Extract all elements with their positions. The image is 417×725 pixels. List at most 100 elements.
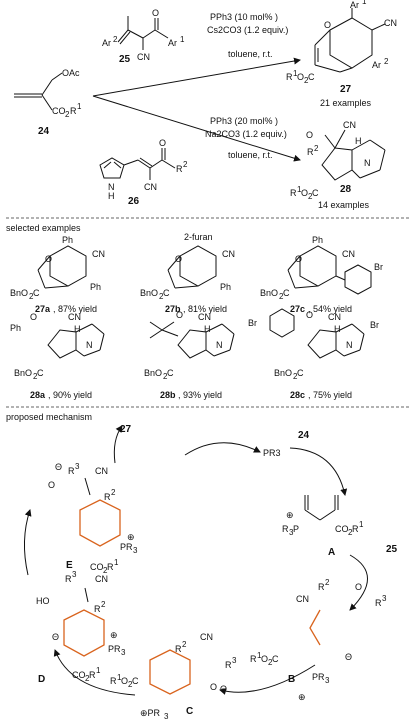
svg-text:2: 2 xyxy=(348,528,353,537)
svg-text:3: 3 xyxy=(325,676,330,685)
svg-text:2: 2 xyxy=(33,372,38,381)
examples-section-label: selected examples xyxy=(6,223,81,233)
reagent-24-structure: OAc CO 2 R 1 24 xyxy=(14,68,82,137)
svg-text:2: 2 xyxy=(85,674,90,683)
svg-text:O: O xyxy=(48,480,55,490)
svg-text:Θ: Θ xyxy=(55,462,62,472)
svg-text:R: R xyxy=(225,660,232,670)
svg-text:Br: Br xyxy=(248,318,257,328)
svg-text:CO: CO xyxy=(335,524,349,534)
svg-text:CN: CN xyxy=(95,574,108,584)
svg-text:R: R xyxy=(176,164,183,174)
svg-text:1: 1 xyxy=(117,673,122,682)
svg-text:O: O xyxy=(121,676,128,686)
svg-text:2: 2 xyxy=(268,658,273,667)
svg-text:Ph: Ph xyxy=(10,323,21,333)
arrow-to-28 xyxy=(92,95,301,162)
svg-text:28a: 28a xyxy=(30,390,46,400)
label-27: 27 xyxy=(340,84,352,95)
label-26: 26 xyxy=(128,196,140,207)
arrow-C-to-D xyxy=(53,649,136,696)
svg-text:O: O xyxy=(324,20,331,30)
svg-text:R: R xyxy=(290,188,297,198)
svg-text:27b: 27b xyxy=(165,304,181,314)
svg-text:1: 1 xyxy=(77,102,82,111)
svg-text:, 54% yield: , 54% yield xyxy=(308,304,352,314)
svg-text:3: 3 xyxy=(133,546,138,555)
svg-text:CO: CO xyxy=(72,670,86,680)
svg-text:2: 2 xyxy=(182,640,187,649)
bottom-solvent: toluene, r.t. xyxy=(228,150,273,160)
svg-text:Θ: Θ xyxy=(220,684,227,694)
svg-text:CN: CN xyxy=(137,52,150,62)
svg-text:1: 1 xyxy=(359,520,364,529)
svg-text:, 75% yield: , 75% yield xyxy=(308,390,352,400)
svg-text:R: R xyxy=(110,676,117,686)
svg-text:BnO: BnO xyxy=(260,288,278,298)
svg-text:Ar: Ar xyxy=(350,0,359,10)
reagent-25-structure: Ar 2 O Ar 1 CN 25 xyxy=(102,8,185,65)
svg-text:H: H xyxy=(204,324,211,334)
svg-text:CN: CN xyxy=(200,632,213,642)
svg-text:⊕: ⊕ xyxy=(110,630,118,640)
svg-text:CN: CN xyxy=(343,120,356,130)
svg-text:3: 3 xyxy=(232,656,237,665)
svg-text:1: 1 xyxy=(257,651,262,660)
svg-text:27c: 27c xyxy=(290,304,305,314)
svg-text:O: O xyxy=(301,188,308,198)
svg-text:2-furan: 2-furan xyxy=(184,232,213,242)
svg-text:R: R xyxy=(318,582,325,592)
label-24: 24 xyxy=(38,126,50,137)
svg-text:R: R xyxy=(307,147,314,157)
svg-text:R: R xyxy=(70,106,77,116)
example-27a: O Ph CN Ph BnO 2 C 27a , 87% yield xyxy=(10,235,105,314)
svg-text:N: N xyxy=(216,340,223,350)
mech-reagent-25: 25 xyxy=(386,544,398,555)
label-28: 28 xyxy=(340,184,352,195)
svg-text:⊕: ⊕ xyxy=(298,692,306,702)
svg-text:CN: CN xyxy=(384,18,397,28)
svg-text:PR: PR xyxy=(120,542,133,552)
svg-text:C: C xyxy=(163,288,170,298)
svg-text:2: 2 xyxy=(183,160,188,169)
svg-text:2: 2 xyxy=(163,372,168,381)
svg-text:R: R xyxy=(286,72,293,82)
example-27b: O 2-furan CN Ph BnO 2 C 27b , 81% yield xyxy=(140,232,235,314)
bottom-conditions-1: PPh3 (20 mol% ) xyxy=(210,116,278,126)
svg-text:2: 2 xyxy=(111,488,116,497)
svg-text:3: 3 xyxy=(121,648,126,657)
arrow-E-to-PR3 xyxy=(184,442,261,456)
mech-reagent-24: 24 xyxy=(298,430,310,441)
svg-text:O: O xyxy=(295,254,302,264)
svg-text:2: 2 xyxy=(279,292,284,301)
svg-text:CN: CN xyxy=(95,466,108,476)
svg-text:OAc: OAc xyxy=(62,68,80,78)
svg-text:BnO: BnO xyxy=(144,368,162,378)
svg-text:O: O xyxy=(175,254,182,264)
svg-text:R: R xyxy=(282,524,289,534)
bottom-examples: 14 examples xyxy=(318,200,370,210)
svg-text:O: O xyxy=(306,130,313,140)
intermediate-B: CN R 2 O R 3 R 1 O 2 C Θ PR 3 ⊕ B xyxy=(250,578,387,702)
svg-text:O: O xyxy=(261,654,268,664)
svg-text:C: C xyxy=(283,288,290,298)
svg-text:Ph: Ph xyxy=(220,282,231,292)
svg-text:O: O xyxy=(306,310,313,320)
arrow-to-27 xyxy=(92,57,301,97)
svg-text:A: A xyxy=(328,547,335,558)
svg-text:Ar: Ar xyxy=(102,38,111,48)
top-conditions-1: PPh3 (10 mol% ) xyxy=(210,12,278,22)
svg-text:2: 2 xyxy=(128,680,133,689)
svg-text:C: C xyxy=(312,188,319,198)
svg-text:CN: CN xyxy=(296,594,309,604)
svg-text:C: C xyxy=(33,288,40,298)
svg-text:BnO: BnO xyxy=(10,288,28,298)
svg-text:PR: PR xyxy=(312,672,325,682)
example-28a: N Ph O CN H BnO 2 C 28a , 90% yield xyxy=(10,312,105,400)
svg-text:B: B xyxy=(288,674,295,685)
svg-text:CN: CN xyxy=(198,312,211,322)
svg-text:Br: Br xyxy=(374,262,383,272)
svg-text:O: O xyxy=(176,310,183,320)
svg-text:, 87% yield: , 87% yield xyxy=(53,304,97,314)
